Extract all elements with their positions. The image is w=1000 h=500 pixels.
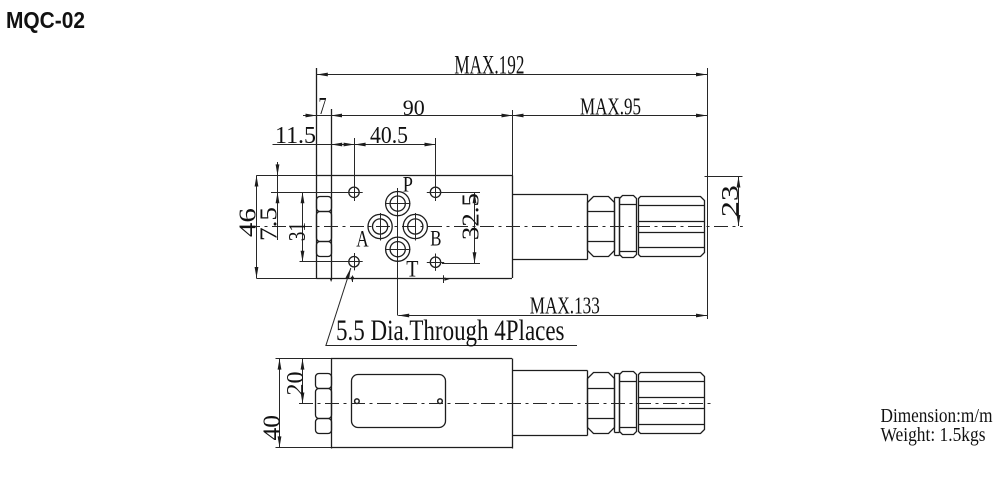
svg-text:40: 40: [258, 415, 285, 441]
svg-text:90: 90: [403, 95, 425, 120]
svg-text:P: P: [403, 171, 413, 196]
svg-text:46: 46: [235, 208, 262, 237]
svg-text:MAX.133: MAX.133: [530, 293, 600, 320]
svg-text:7.5: 7.5: [256, 207, 283, 241]
svg-text:MQC-02: MQC-02: [6, 7, 85, 33]
svg-text:B: B: [430, 226, 441, 251]
svg-text:MAX.192: MAX.192: [454, 51, 524, 80]
svg-text:31: 31: [284, 222, 311, 241]
svg-text:Weight: 1.5kgs: Weight: 1.5kgs: [881, 425, 986, 446]
svg-text:23: 23: [717, 185, 744, 217]
svg-text:40.5: 40.5: [370, 122, 408, 149]
svg-text:5.5 Dia.Through 4Places: 5.5 Dia.Through 4Places: [336, 315, 565, 347]
svg-text:Dimension:m/m: Dimension:m/m: [881, 406, 993, 427]
svg-text:32.5: 32.5: [457, 193, 484, 240]
svg-text:A: A: [356, 227, 368, 253]
svg-text:MAX.95: MAX.95: [580, 94, 641, 121]
svg-text:T: T: [406, 256, 418, 281]
svg-text:7: 7: [319, 93, 327, 120]
svg-text:11.5: 11.5: [275, 122, 316, 149]
svg-text:20: 20: [282, 372, 309, 396]
